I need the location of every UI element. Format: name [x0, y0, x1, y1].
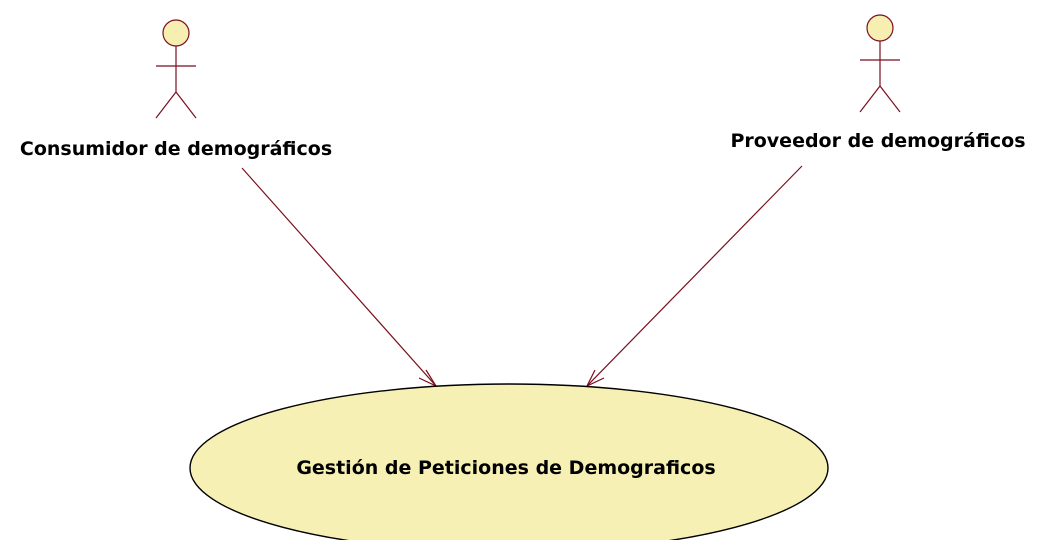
use-case-gestion[interactable]: Gestión de Peticiones de Demograficos [189, 383, 829, 540]
stick-figure-icon [155, 19, 197, 119]
use-case-ellipse [189, 383, 829, 540]
actor-provider[interactable]: Proveedor de demográficos [730, 14, 1026, 152]
use-case-name: Gestión de Peticiones de Demograficos [296, 457, 715, 479]
stick-figure-icon [859, 14, 901, 113]
association-consumer [241, 167, 438, 388]
association-provider [585, 165, 803, 388]
actor-name: Proveedor de demográficos [730, 130, 1025, 152]
actor-name: Consumidor de demográficos [20, 138, 332, 160]
actor-consumer[interactable]: Consumidor de demográficos [20, 19, 332, 160]
